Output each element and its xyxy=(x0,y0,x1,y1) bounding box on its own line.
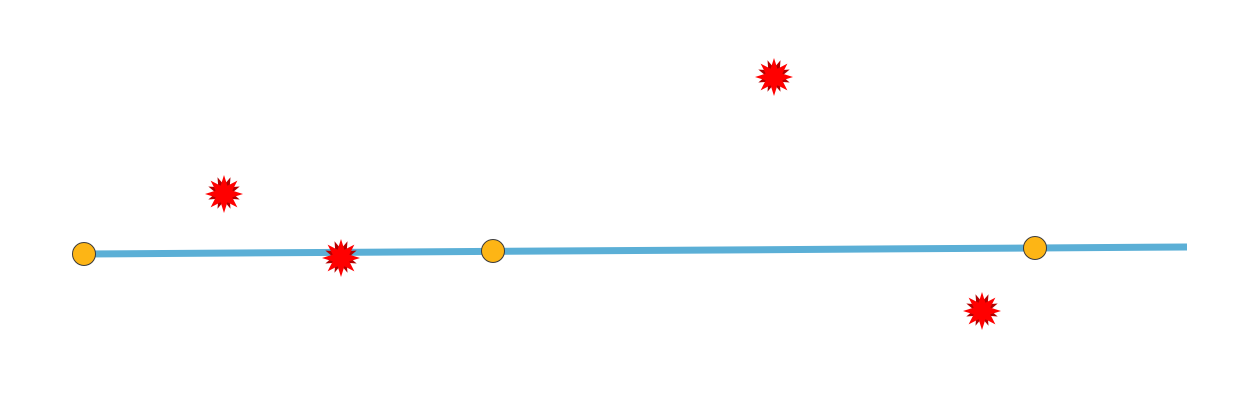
circle-marker-icon[interactable] xyxy=(481,239,505,263)
star-markers xyxy=(205,58,1001,330)
circle-markers xyxy=(72,236,1047,266)
starburst-marker-icon[interactable] xyxy=(963,292,1001,330)
starburst-marker-icon[interactable] xyxy=(755,58,793,96)
starburst-fill xyxy=(322,239,360,277)
starburst-marker-icon[interactable] xyxy=(205,175,243,213)
starburst-fill xyxy=(963,292,1001,330)
circle-marker-icon[interactable] xyxy=(1023,236,1047,260)
route-line xyxy=(83,243,1188,258)
circle-marker-icon[interactable] xyxy=(72,242,96,266)
starburst-marker-icon[interactable] xyxy=(322,239,360,277)
starburst-fill xyxy=(205,175,243,213)
starburst-fill xyxy=(755,58,793,96)
